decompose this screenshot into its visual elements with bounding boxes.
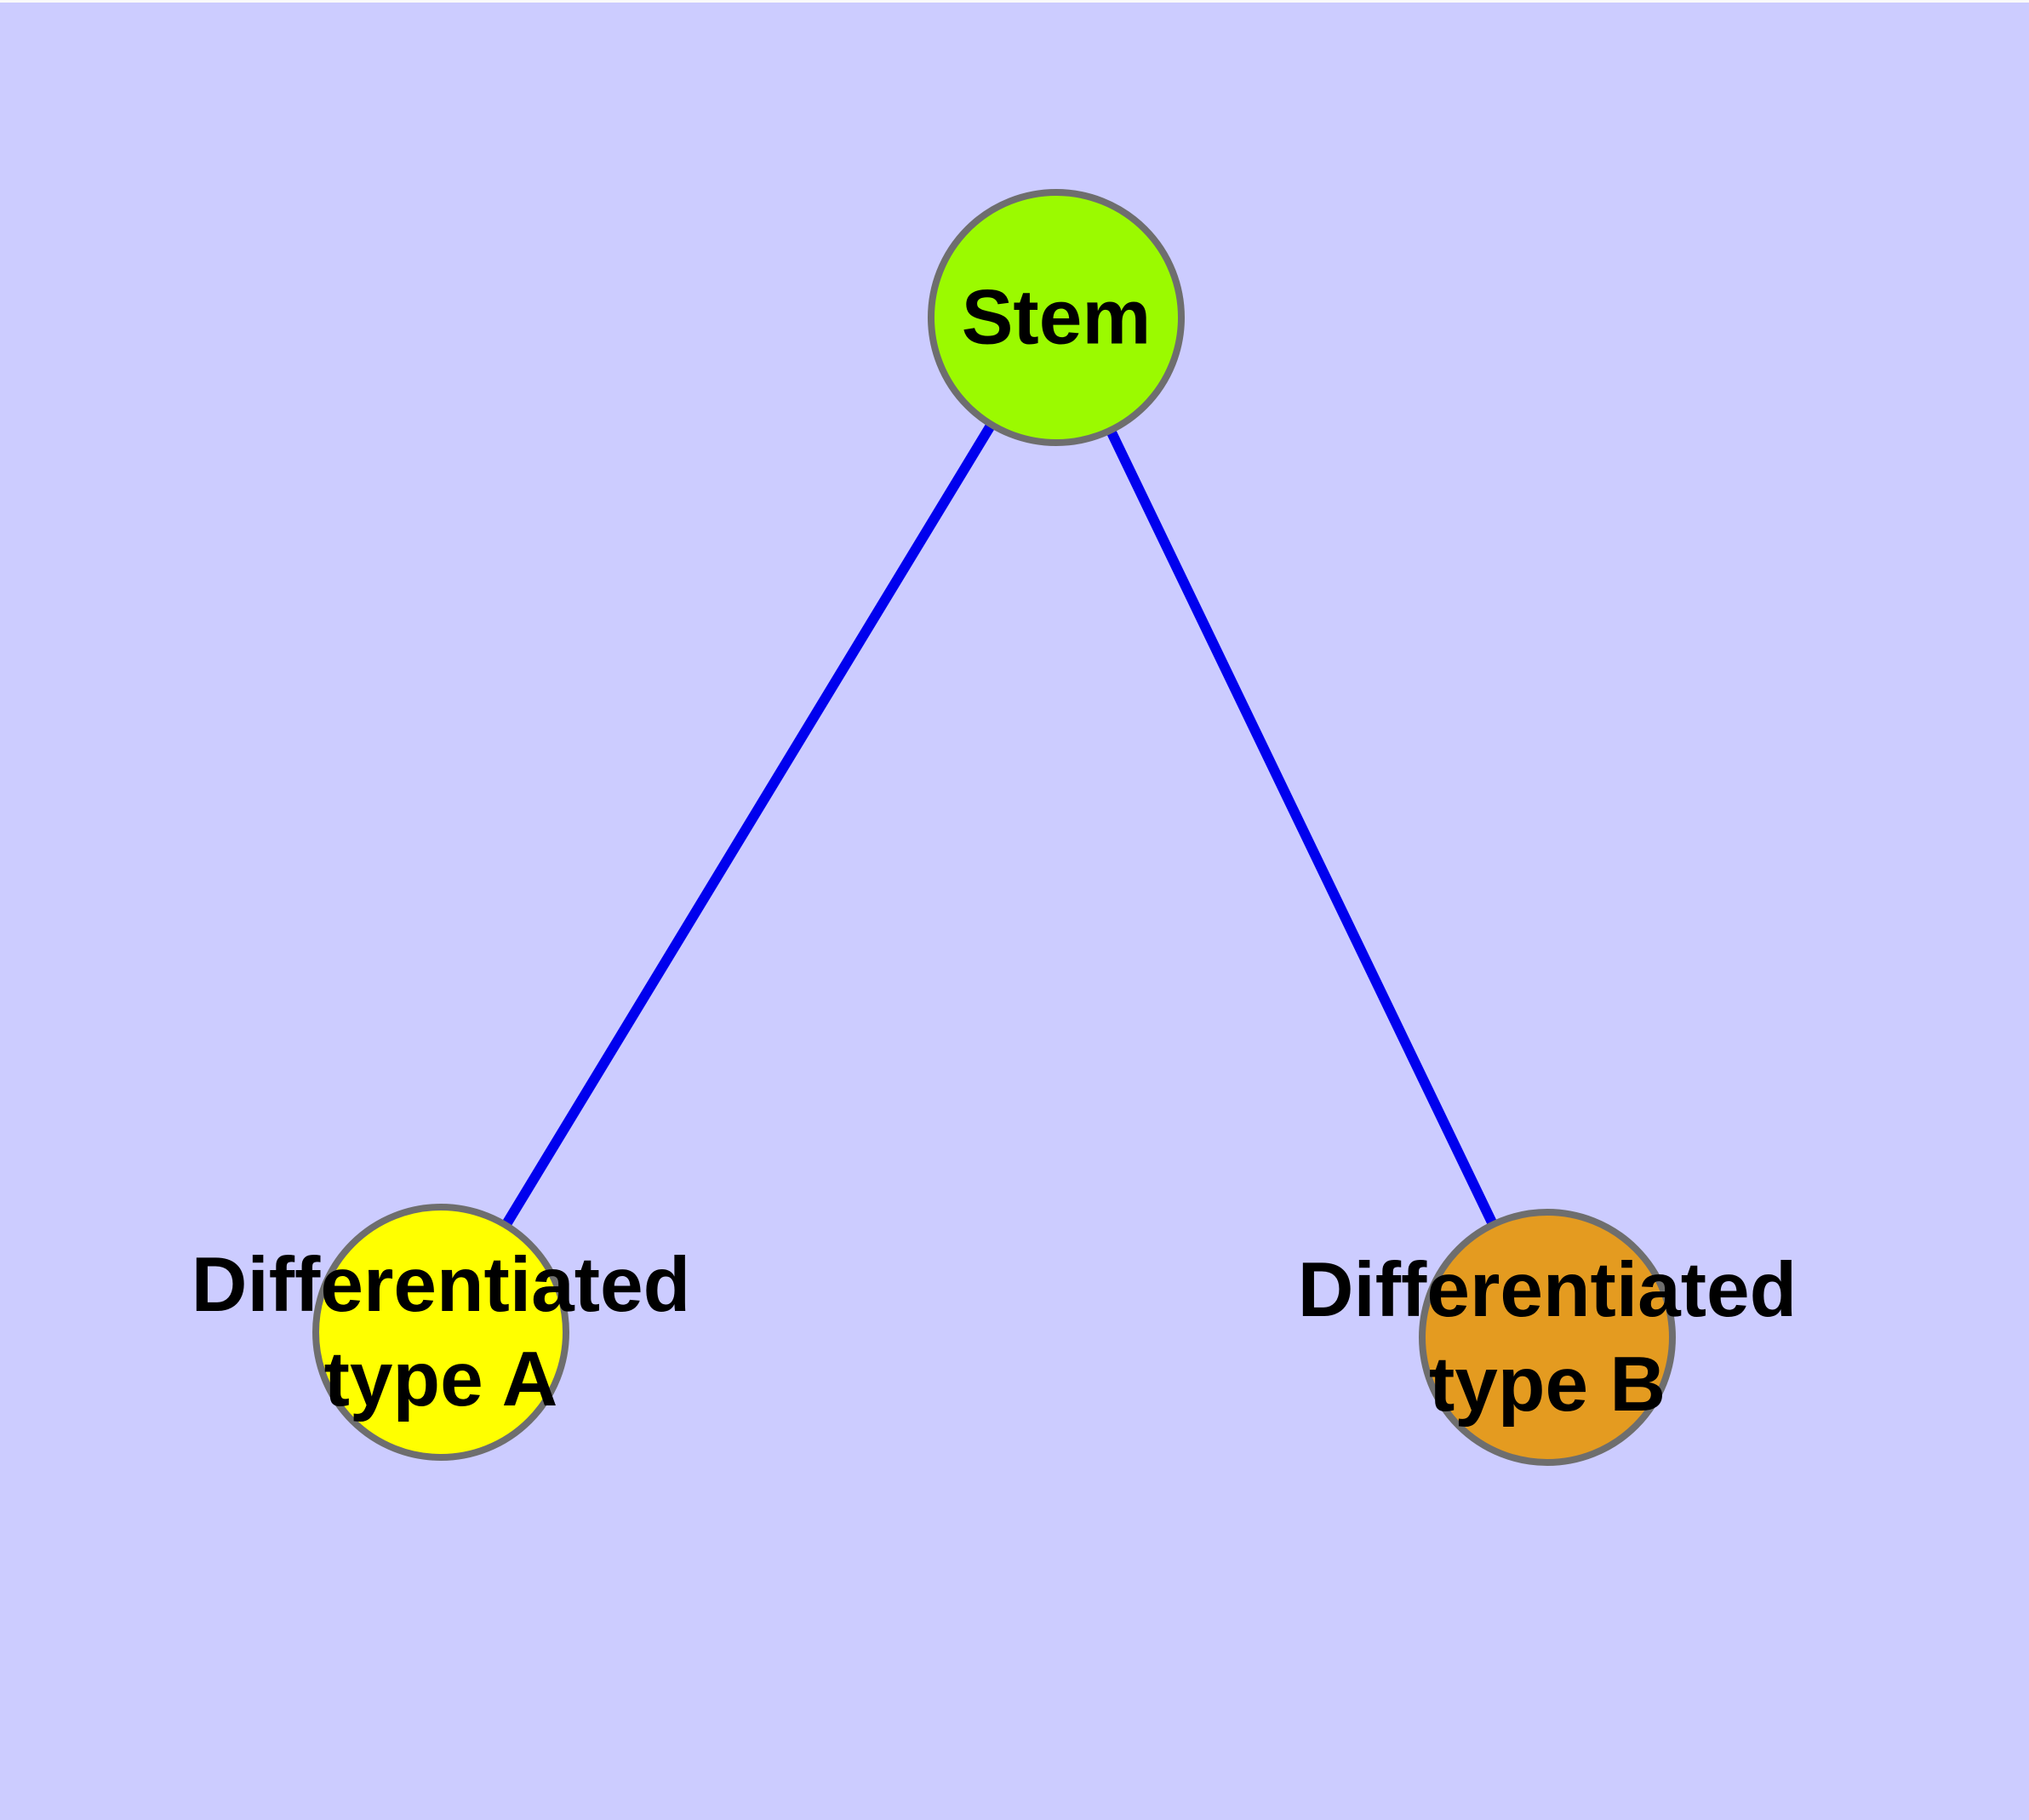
edge-stem-to-type-b	[1051, 315, 1552, 1340]
node-stem-circle	[928, 189, 1185, 446]
edge-stem-to-type-a	[436, 314, 1061, 1336]
node-type-a-circle	[312, 1204, 569, 1461]
top-edge-strip	[0, 0, 2029, 3]
node-type-b-circle	[1419, 1209, 1676, 1466]
